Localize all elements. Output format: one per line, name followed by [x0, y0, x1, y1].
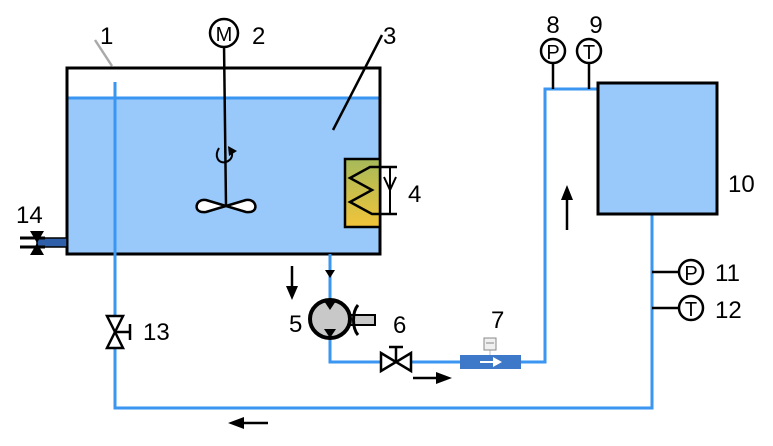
- arrow-left-icon: [228, 417, 244, 429]
- agitator-shaft: [222, 43, 228, 207]
- leader-1: [93, 39, 114, 67]
- label-13: 13: [143, 319, 170, 346]
- temperature-gauge-9: T: [575, 37, 603, 89]
- heater-sensor-icon: [383, 176, 397, 193]
- gauge-9-letter: T: [583, 42, 595, 64]
- drain-valve-icon-lower: [30, 243, 44, 255]
- label-6: 6: [393, 312, 406, 339]
- pressure-gauge-11: P: [652, 258, 705, 286]
- label-1: 1: [100, 23, 113, 50]
- leader-3: [331, 34, 384, 131]
- label-8: 8: [546, 12, 559, 39]
- gauge-11-letter: P: [684, 263, 697, 285]
- gauge-8-letter: P: [546, 42, 559, 64]
- temperature-gauge-icon: [575, 37, 603, 65]
- pressure-gauge-8: P: [539, 37, 567, 89]
- label-10: 10: [728, 171, 755, 198]
- label-4: 4: [408, 181, 421, 208]
- label-12: 12: [715, 297, 742, 324]
- temperature-gauge-icon: [677, 294, 705, 322]
- drain-valve-icon: [30, 231, 44, 243]
- pressure-gauge-icon: [677, 258, 705, 286]
- valve-13: [104, 314, 132, 350]
- flowmeter-arrow-icon: [493, 357, 502, 367]
- arrow-down-icon: [286, 286, 298, 300]
- impeller-blade-right: [221, 198, 257, 214]
- pump-top-arrow: [324, 301, 336, 310]
- valve-icon: [379, 350, 399, 374]
- drain-valve: [20, 231, 68, 255]
- label-3: 3: [383, 23, 396, 50]
- valve-icon-right: [393, 350, 413, 374]
- pressure-gauge-icon: [539, 37, 567, 65]
- return-pipe: [113, 82, 654, 410]
- pump: [308, 298, 376, 340]
- label-11: 11: [715, 260, 740, 287]
- pump-inlet-arrow-icon: [325, 270, 335, 278]
- label-2: 2: [252, 23, 265, 50]
- gauge-12-letter: T: [685, 299, 697, 321]
- flow-meter: [460, 337, 521, 369]
- arrow-up-icon: [561, 185, 573, 200]
- heater-coil-icon: [347, 165, 397, 216]
- heater-box: [343, 157, 382, 229]
- tank-liquid: [67, 97, 380, 254]
- valve-6: [379, 345, 413, 374]
- arrow-right-icon: [436, 372, 452, 384]
- flowmeter-display-icon: [483, 337, 497, 351]
- pump-coupling-icon: [352, 304, 360, 336]
- pump-bottom-arrow: [324, 329, 336, 338]
- agitator: M: [195, 17, 257, 214]
- label-14: 14: [16, 202, 43, 229]
- flow-arrows: [228, 185, 573, 429]
- rotation-arrowhead-icon: [228, 146, 237, 156]
- label-9: 9: [589, 12, 602, 39]
- label-5: 5: [289, 311, 302, 338]
- temperature-gauge-12: T: [652, 294, 705, 322]
- valve-13-lower: [104, 329, 126, 350]
- valve-icon: [104, 314, 126, 335]
- motor-letter: M: [216, 24, 233, 46]
- test-vessel: [596, 81, 719, 216]
- impeller-blade-left: [195, 198, 231, 214]
- motor-icon: [208, 17, 240, 49]
- label-7: 7: [491, 307, 504, 334]
- heater: [343, 157, 397, 229]
